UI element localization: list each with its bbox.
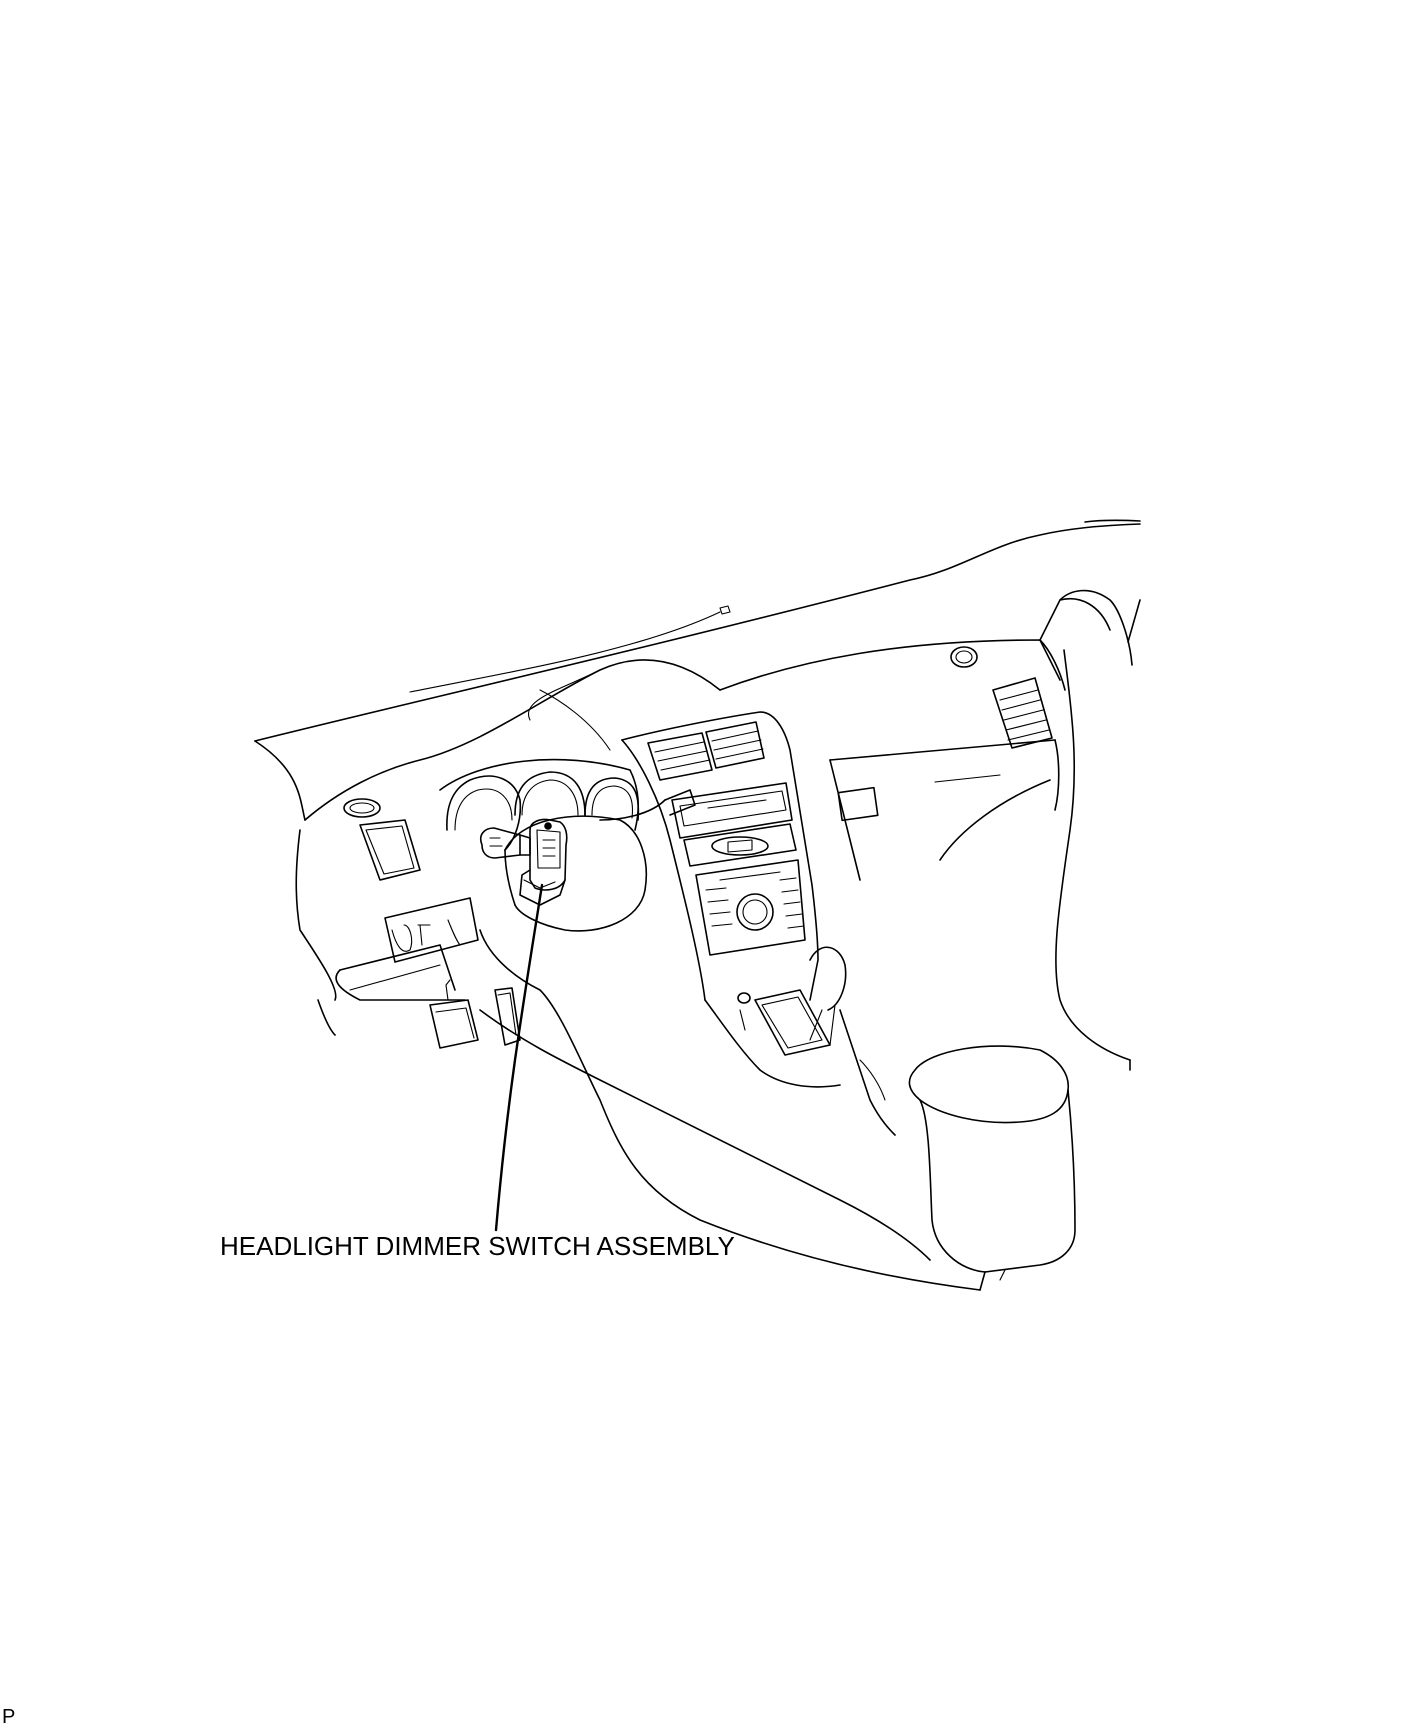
glove-box <box>829 739 1060 881</box>
steering-wheel-hub <box>479 789 981 1291</box>
callout-leader <box>494 883 544 1232</box>
figure-code: P <box>2 1706 16 1728</box>
dash-top-outline <box>254 519 1141 821</box>
console-armrest <box>908 1045 1076 1291</box>
left-dash <box>295 798 479 1036</box>
pedals <box>429 979 521 1049</box>
right-vent <box>950 646 1053 749</box>
headlight-dimmer-switch <box>479 818 568 906</box>
center-console <box>704 946 896 1136</box>
center-stack <box>621 711 819 1001</box>
right-door-outline <box>939 589 1141 1071</box>
headlight-dimmer-switch-label: HEADLIGHT DIMMER SWITCH ASSEMBLY <box>220 1231 735 1261</box>
floor-line <box>479 1009 931 1261</box>
instrument-cluster <box>439 758 640 851</box>
